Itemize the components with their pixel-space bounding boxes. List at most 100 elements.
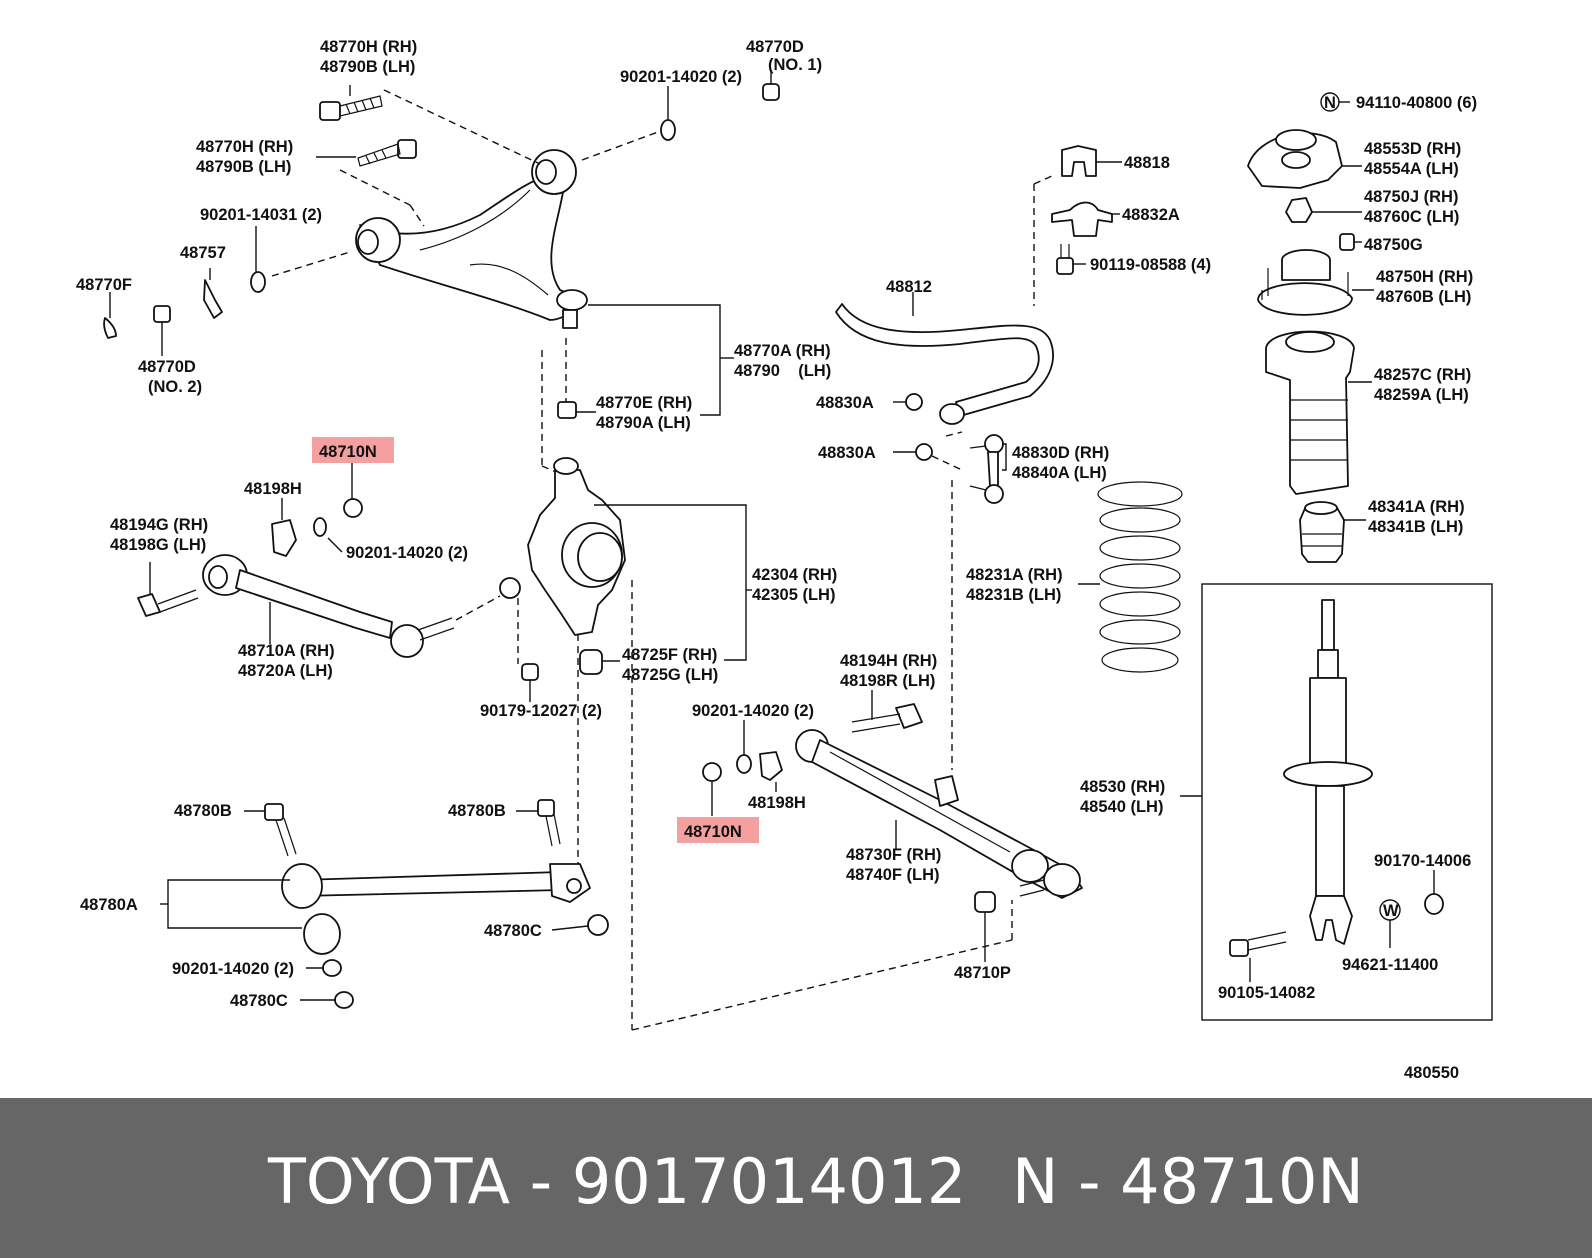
label-48725g: 48725G (LH)	[622, 666, 718, 684]
washer-90201-top	[660, 119, 676, 141]
label-48770h-rh-top: 48770H (RH)	[320, 38, 417, 56]
label-48760b: 48760B (LH)	[1376, 288, 1471, 306]
suspension-exploded-diagram: 48770H (RH) 48790B (LH) 48770D (NO. 1) 9…	[76, 38, 1493, 1082]
label-48341b: 48341B (LH)	[1368, 518, 1463, 536]
label-48770h-rh-mid: 48770H (RH)	[196, 138, 293, 156]
label-48198g: 48198G (LH)	[110, 536, 206, 554]
label-48553d: 48553D (RH)	[1364, 140, 1461, 158]
bolt-48780b-right	[537, 799, 561, 847]
bolt-48194h	[851, 703, 923, 733]
label-48231a: 48231A (RH)	[966, 566, 1063, 584]
label-48259a: 48259A (LH)	[1374, 386, 1469, 404]
upper-control-arm	[355, 149, 588, 329]
label-48840a: 48840A (LH)	[1012, 464, 1107, 482]
w-circle-icon	[1379, 899, 1401, 921]
label-48830a-lower: 48830A	[818, 444, 876, 462]
support-48750h	[1257, 249, 1353, 316]
label-48780b-left: 48780B	[174, 802, 232, 820]
label-48530: 48530 (RH)	[1080, 778, 1165, 796]
label-48198h-lower: 48198H	[748, 794, 806, 812]
label-48194g: 48194G (RH)	[110, 516, 208, 534]
bolt-48710p	[1019, 879, 1045, 897]
lower-arm-48730f	[795, 729, 1083, 899]
label-48830d: 48830D (RH)	[1012, 444, 1109, 462]
nut-48830a-upper	[905, 393, 923, 411]
label-48720a: 48720A (LH)	[238, 662, 333, 680]
label-48770e: 48770E (RH)	[596, 394, 692, 412]
stabilizer-bar-48812	[835, 303, 1054, 425]
label-48231b: 48231B (LH)	[966, 586, 1061, 604]
label-48710n-upper: 48710N	[319, 443, 377, 461]
nut-48710n-lower	[702, 762, 722, 782]
label-48790a: 48790A (LH)	[596, 414, 691, 432]
label-diagram-code: 480550	[1404, 1064, 1459, 1082]
label-48750j: 48750J (RH)	[1364, 188, 1458, 206]
label-48790b-lh-top: 48790B (LH)	[320, 58, 415, 76]
assembly-dashed-lines	[271, 89, 1053, 1031]
footer-caption: TOYOTA - 9017014012 N - 48710N	[267, 1145, 1364, 1218]
label-94621-11400: 94621-11400	[1342, 956, 1438, 974]
leader-lines	[109, 70, 1435, 1001]
nut-48830a-lower	[915, 443, 933, 461]
nut-48770d-no1	[762, 83, 780, 101]
nut-90170	[1424, 893, 1444, 915]
label-48812: 48812	[886, 278, 932, 296]
bracket-48832a	[1051, 201, 1113, 237]
label-w-symbol: W	[1383, 902, 1399, 920]
label-48790: 48790 (LH)	[734, 362, 831, 380]
nut-48710p	[974, 891, 996, 913]
label-no2: (NO. 2)	[148, 378, 202, 396]
knuckle-42304	[499, 457, 626, 636]
label-90179-12027: 90179-12027 (2)	[480, 702, 602, 720]
label-48832a: 48832A	[1122, 206, 1180, 224]
bolt-90105	[1229, 931, 1287, 957]
label-48760c: 48760C (LH)	[1364, 208, 1459, 226]
label-90201-14031: 90201-14031 (2)	[200, 206, 322, 224]
washer-90201-bottom	[322, 959, 342, 977]
label-48770d: 48770D	[746, 38, 804, 56]
label-48790b-lh-mid: 48790B (LH)	[196, 158, 291, 176]
lateral-arm-48710a	[137, 554, 455, 658]
upper-arm-bolt-1	[319, 95, 383, 121]
label-n-symbol: N	[1324, 94, 1336, 112]
label-48198r: 48198R (LH)	[840, 672, 935, 690]
nut-48770e	[557, 401, 577, 419]
label-90201-14020-bottom: 90201-14020 (2)	[172, 960, 294, 978]
label-90119-08588: 90119-08588 (4)	[1090, 256, 1211, 274]
footer-bar	[0, 1098, 1592, 1258]
label-42304: 42304 (RH)	[752, 566, 837, 584]
nut-48750j	[1285, 197, 1313, 223]
bush-48725f	[579, 649, 603, 675]
label-94110-40800: 94110-40800 (6)	[1356, 94, 1477, 112]
nut-48710n-upper	[343, 498, 363, 518]
label-48710p: 48710P	[954, 964, 1011, 982]
label-48725f: 48725F (RH)	[622, 646, 717, 664]
coil-spring-48231a	[1097, 481, 1183, 673]
label-48710n-lower: 48710N	[684, 823, 742, 841]
label-48818: 48818	[1124, 154, 1170, 172]
nut-48770d-no2	[153, 305, 171, 323]
label-48770d-no2: 48770D	[138, 358, 196, 376]
upper-arm-bolt-2	[357, 139, 417, 167]
n-circle-icon	[1320, 92, 1340, 112]
footer-ref-code: N - 48710N	[1012, 1145, 1364, 1218]
label-48780c-right: 48780C	[484, 922, 542, 940]
label-48780b-right: 48780B	[448, 802, 506, 820]
bolt-90119	[1056, 244, 1074, 275]
label-48830a-upper: 48830A	[816, 394, 874, 412]
highlight-48710n-upper	[312, 437, 394, 463]
label-48757: 48757	[180, 244, 226, 262]
bolt-48780b-left	[264, 803, 297, 857]
clip-48770f	[103, 317, 117, 339]
link-48830d	[969, 434, 1004, 504]
boot-48257c	[1265, 330, 1355, 495]
bushing-48818	[1061, 145, 1097, 177]
label-48770f: 48770F	[76, 276, 132, 294]
label-90105-14082: 90105-14082	[1218, 984, 1315, 1002]
label-48780c-bottom: 48780C	[230, 992, 288, 1010]
nut-48750g	[1339, 233, 1355, 251]
label-48194h: 48194H (RH)	[840, 652, 937, 670]
label-48750g: 48750G	[1364, 236, 1423, 254]
label-48780a: 48780A	[80, 896, 138, 914]
